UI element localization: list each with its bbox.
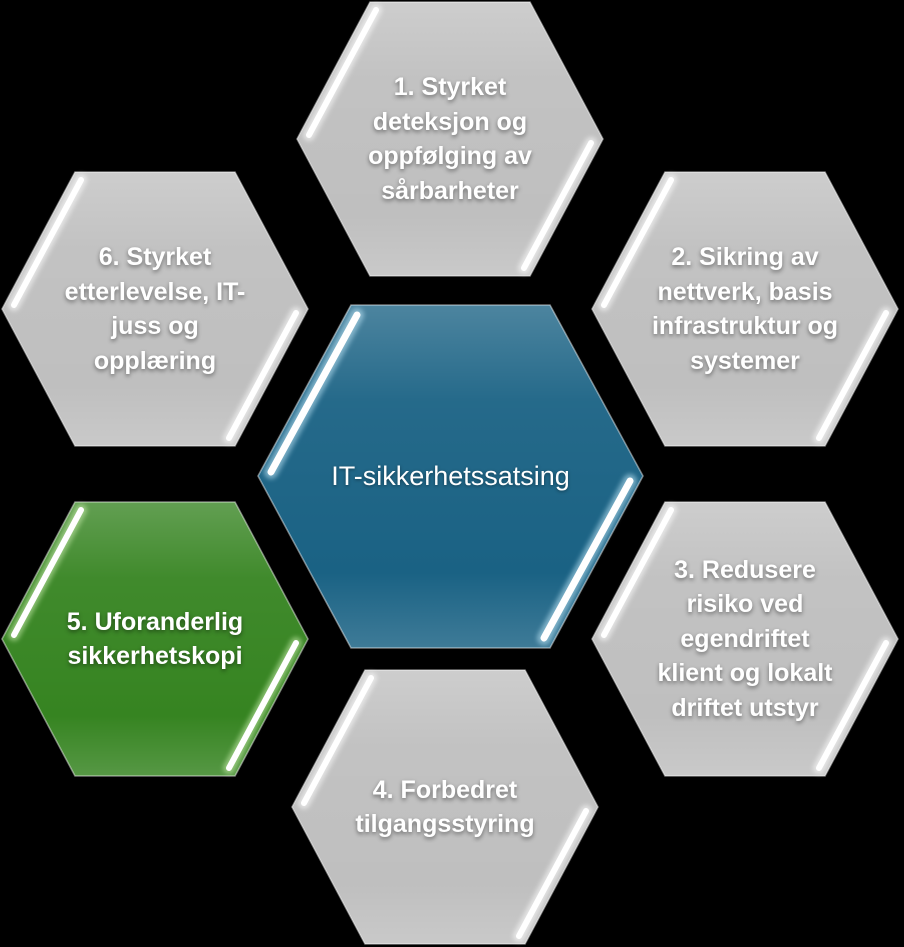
hexagon-node-label: IT-sikkerhetssatsing (331, 460, 570, 491)
hexagon-node-label: 1. Styrket deteksjon og oppfølging av så… (368, 73, 532, 205)
hexagon-shape (591, 171, 899, 447)
hexagon-shape (1, 171, 309, 447)
hexagon-node-label: 4. Forbedret tilgangsstyring (355, 775, 535, 839)
hexagon-node-label: 6. Styrket etterlevelse, IT- juss og opp… (64, 243, 246, 375)
hexagon-node-label: 5. Uforanderlig sikkerhetskopi (66, 607, 244, 671)
hexagon-node-5: 5. Uforanderlig sikkerhetskopi (1, 501, 309, 777)
hexagon-shape (591, 501, 899, 777)
hexagon-node-label: 3. Redusere risiko ved egendriftet klien… (657, 555, 833, 722)
hexagon-node-2: 2. Sikring av nettverk, basis infrastruk… (591, 171, 899, 447)
hexagon-node-4: 4. Forbedret tilgangsstyring (291, 669, 599, 945)
hexagon-node-center: IT-sikkerhetssatsing (257, 304, 644, 649)
hexagon-shape (291, 669, 599, 945)
hexagon-shape (257, 304, 644, 649)
hexagon-node-6: 6. Styrket etterlevelse, IT- juss og opp… (1, 171, 309, 447)
hexagon-shape (1, 501, 309, 777)
hexagon-node-1: 1. Styrket deteksjon og oppfølging av så… (296, 1, 604, 277)
hexagon-shape (296, 1, 604, 277)
hexagon-node-label: 2. Sikring av nettverk, basis infrastruk… (651, 243, 839, 375)
hexagon-node-3: 3. Redusere risiko ved egendriftet klien… (591, 501, 899, 777)
